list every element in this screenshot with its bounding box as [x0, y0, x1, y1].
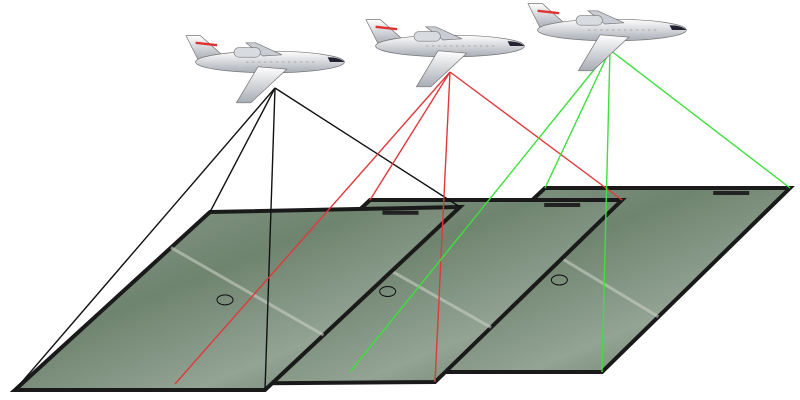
frame-annotation-bar [713, 191, 750, 195]
frame-annotation-bar [544, 203, 581, 207]
sensor-line-1-3 [264, 87, 276, 391]
sensor-line-1-4 [14, 87, 276, 391]
aircraft-1 [184, 34, 346, 105]
aircraft-3 [526, 2, 688, 73]
sensor-line-1-1 [209, 87, 276, 213]
sensor-line-3-2 [609, 49, 791, 189]
ground-control-marker [216, 294, 234, 306]
ground-control-marker [379, 286, 397, 298]
sensor-lines [14, 49, 791, 391]
sensor-line-1-2 [274, 87, 461, 208]
photo-frames [9, 186, 795, 392]
ground-control-marker [550, 274, 568, 286]
sensor-line-2-3 [434, 71, 451, 383]
sensor-line-3-1 [544, 49, 611, 189]
sensor-line-2-1 [369, 71, 451, 201]
frame-annotation-bar [382, 210, 419, 215]
sensor-line-3-4 [349, 49, 611, 373]
road [170, 246, 325, 337]
sensor-line-3-3 [601, 49, 611, 373]
sensor-line-2-2 [449, 71, 623, 201]
sensor-line-2-4 [174, 71, 451, 385]
